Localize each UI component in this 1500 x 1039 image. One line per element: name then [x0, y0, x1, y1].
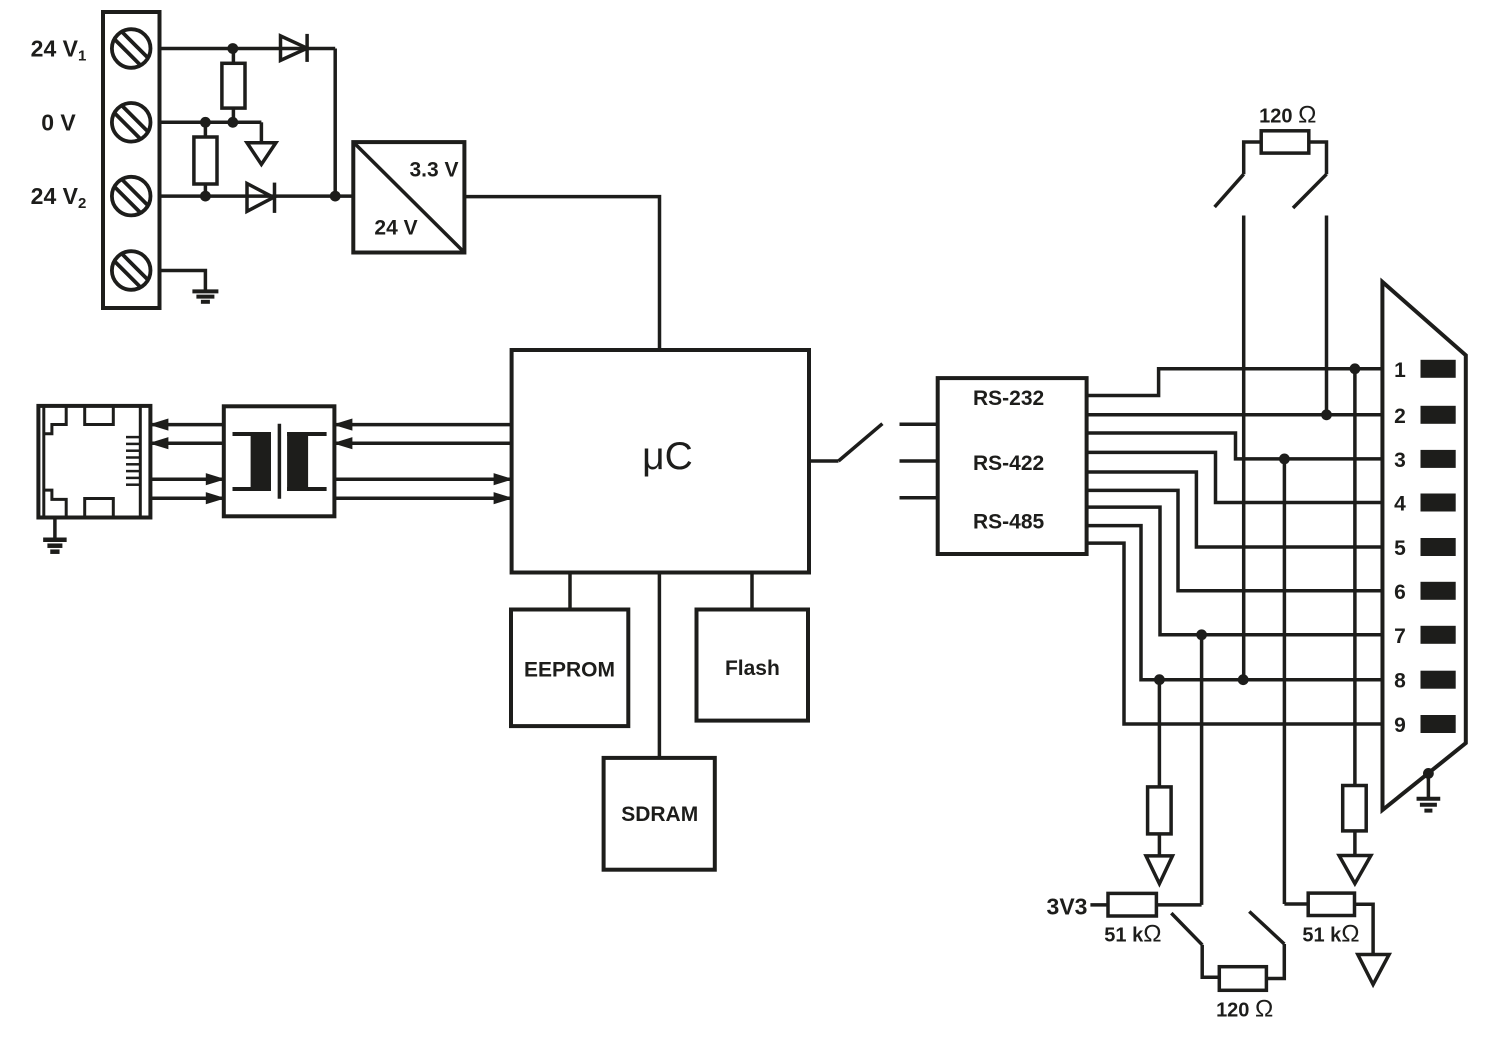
svg-text:8: 8 — [1394, 670, 1406, 693]
svg-text:3: 3 — [1394, 449, 1406, 472]
svg-text:9: 9 — [1394, 714, 1406, 737]
svg-text:2: 2 — [1394, 405, 1406, 428]
svg-text:6: 6 — [1394, 581, 1406, 604]
svg-text:120 Ω: 120 Ω — [1216, 995, 1273, 1022]
svg-text:24 V2: 24 V2 — [31, 183, 87, 212]
svg-text:Flash: Flash — [725, 657, 780, 680]
svg-text:24 V1: 24 V1 — [31, 36, 87, 65]
svg-text:SDRAM: SDRAM — [621, 803, 698, 826]
svg-text:7: 7 — [1394, 625, 1406, 648]
svg-text:EEPROM: EEPROM — [524, 658, 615, 681]
svg-text:RS-422: RS-422 — [973, 452, 1044, 475]
svg-text:3V3: 3V3 — [1047, 893, 1088, 919]
svg-text:0 V: 0 V — [41, 109, 76, 135]
svg-text:μC: μC — [642, 435, 693, 478]
svg-text:3.3 V: 3.3 V — [409, 159, 458, 182]
svg-text:51 kΩ: 51 kΩ — [1104, 920, 1161, 947]
svg-text:RS-232: RS-232 — [973, 387, 1044, 410]
svg-text:RS-485: RS-485 — [973, 511, 1045, 534]
svg-text:120 Ω: 120 Ω — [1259, 102, 1316, 129]
svg-text:5: 5 — [1394, 537, 1406, 560]
svg-text:1: 1 — [1394, 359, 1406, 382]
svg-text:51 kΩ: 51 kΩ — [1302, 920, 1359, 947]
svg-text:4: 4 — [1394, 493, 1406, 516]
svg-text:24 V: 24 V — [374, 217, 417, 240]
